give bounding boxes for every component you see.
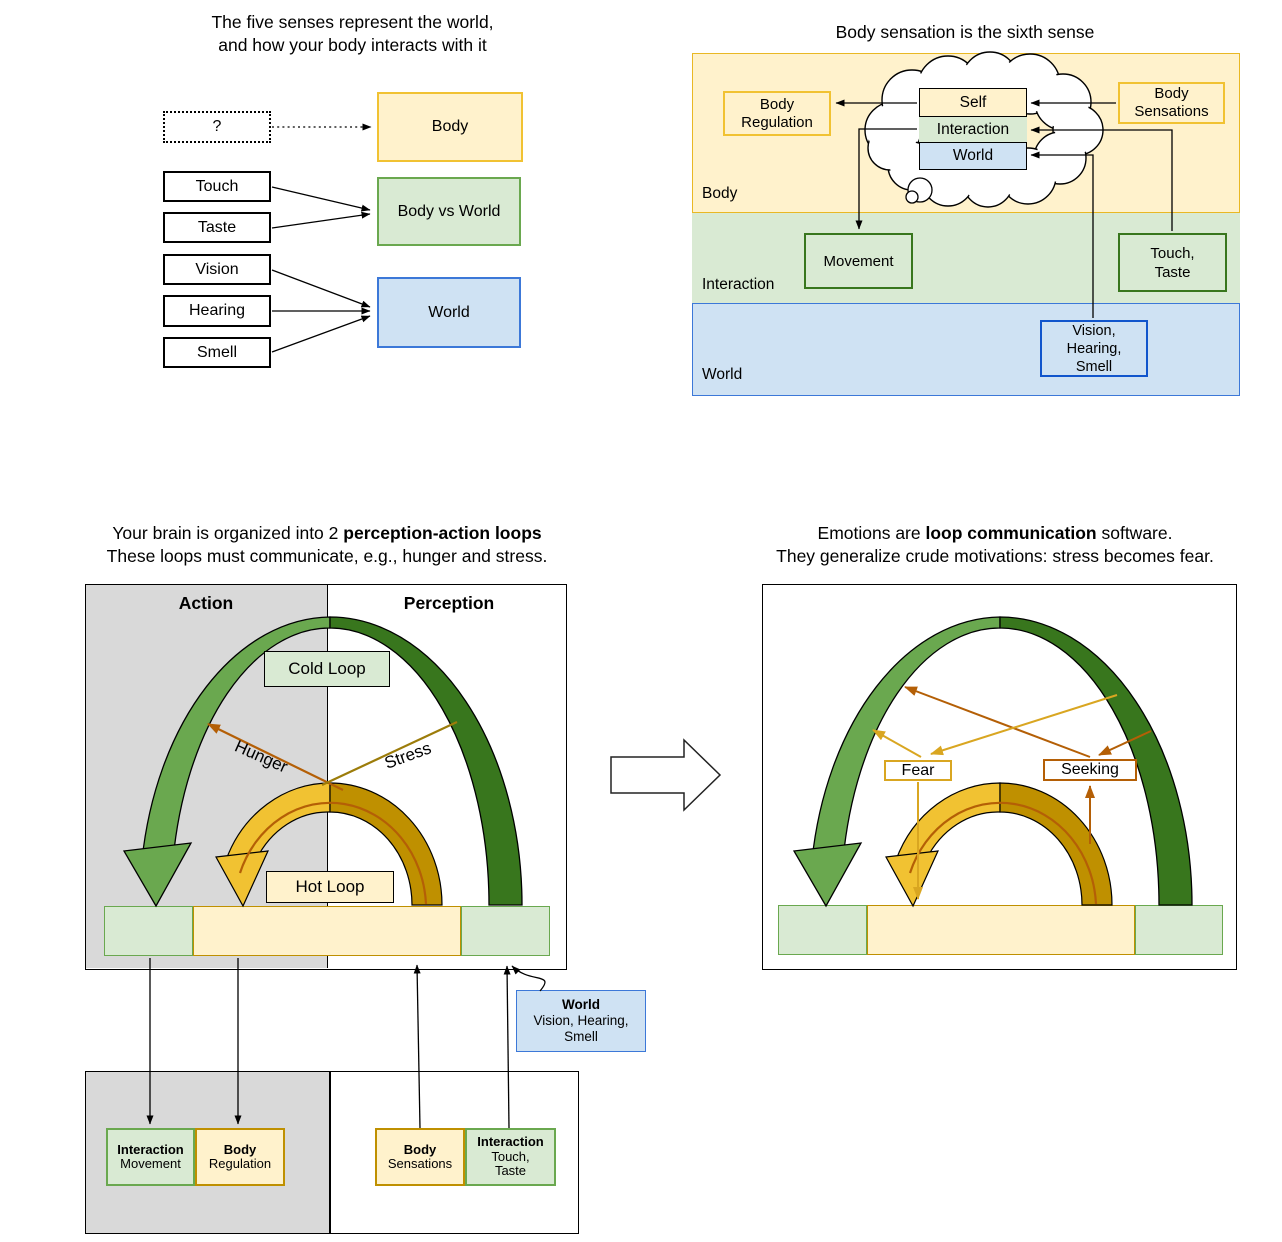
- bl-title-line2: These loops must communicate, e.g., hung…: [106, 546, 548, 566]
- legend-body-regulation: Body Regulation: [195, 1128, 285, 1186]
- sense-box-taste: Taste: [163, 212, 271, 243]
- sense-box-touch: Touch: [163, 171, 271, 202]
- box-touch-taste: Touch, Taste: [1118, 233, 1227, 292]
- seeking-box: Seeking: [1043, 759, 1137, 781]
- box-movement: Movement: [804, 233, 913, 289]
- tl-title: The five senses represent the world, and…: [140, 11, 565, 57]
- box-body-sensations: Body Sensations: [1118, 82, 1225, 124]
- label-action: Action: [178, 592, 234, 613]
- arrow-smell: [271, 315, 371, 353]
- target-box-body: Body: [377, 92, 523, 162]
- mystery-box: ?: [163, 111, 271, 143]
- arrow-vision: [271, 269, 371, 308]
- br-bar-interaction-right: [1135, 905, 1223, 955]
- cloud-box-world: World: [919, 142, 1027, 170]
- band-world: [692, 303, 1240, 396]
- band-label-interaction: Interaction: [702, 276, 775, 293]
- br-bar-interaction-left: [778, 905, 867, 955]
- br-title: Emotions are loop communication software…: [740, 522, 1250, 568]
- sense-box-hearing: Hearing: [163, 295, 271, 327]
- legend-body-sensations: Body Sensations: [375, 1128, 465, 1186]
- arrow-touch: [271, 186, 371, 212]
- br-bar-body: [867, 905, 1135, 955]
- bl-title-line1: Your brain is organized into 2 perceptio…: [112, 523, 542, 543]
- cold-loop-box: Cold Loop: [264, 651, 390, 687]
- block-arrow-right: [610, 738, 722, 812]
- bl-bar-interaction-left: [104, 906, 193, 956]
- sense-box-smell: Smell: [163, 337, 271, 368]
- cloud-box-interaction: Interaction: [919, 117, 1027, 142]
- target-box-world: World: [377, 277, 521, 348]
- label-perception: Perception: [403, 592, 495, 613]
- cloud-box-self: Self: [919, 88, 1027, 117]
- band-label-world: World: [702, 366, 743, 383]
- bl-bar-body: [193, 906, 461, 956]
- tl-arrows: [271, 123, 372, 353]
- target-box-body-vs-world: Body vs World: [377, 177, 521, 246]
- box-body-regulation: Body Regulation: [723, 91, 831, 136]
- sense-box-vision: Vision: [163, 254, 271, 285]
- hot-loop-box: Hot Loop: [266, 871, 394, 903]
- legend-interaction-touch-taste: Interaction Touch, Taste: [465, 1128, 556, 1186]
- tl-title-line2: and how your body interacts with it: [218, 35, 487, 55]
- legend-interaction-movement: Interaction Movement: [106, 1128, 195, 1186]
- bl-bar-interaction-right: [461, 906, 550, 956]
- fear-box: Fear: [884, 760, 952, 781]
- band-label-body: Body: [702, 185, 738, 202]
- br-title-line2: They generalize crude motivations: stres…: [776, 546, 1214, 566]
- tr-title: Body sensation is the sixth sense: [835, 22, 1095, 42]
- tl-title-line1: The five senses represent the world,: [211, 12, 494, 32]
- bl-title: Your brain is organized into 2 perceptio…: [82, 522, 572, 568]
- br-title-line1: Emotions are loop communication software…: [817, 523, 1173, 543]
- arrow-taste: [271, 211, 371, 229]
- box-vision-hearing-smell: Vision, Hearing, Smell: [1040, 320, 1148, 377]
- world-note-box: World Vision, Hearing, Smell: [516, 990, 646, 1052]
